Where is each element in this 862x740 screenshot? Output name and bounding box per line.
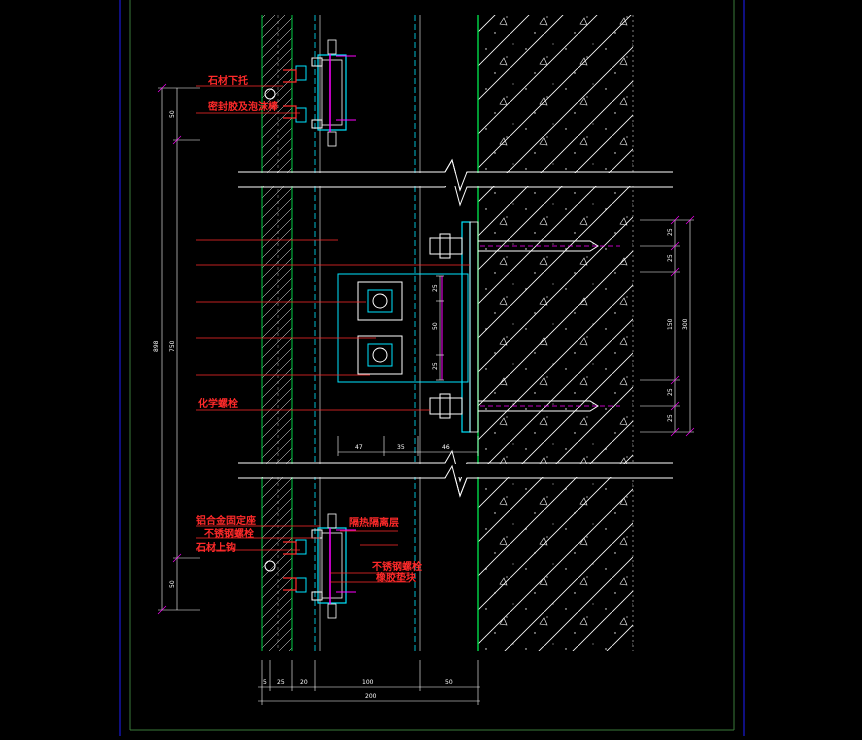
dim-right-total: 300 bbox=[682, 318, 689, 330]
drawing-frame bbox=[119, 0, 745, 736]
stone-panel bbox=[261, 15, 293, 651]
left-dimension-chain bbox=[157, 83, 200, 615]
dim-mid-b: 35 bbox=[397, 444, 405, 451]
dim-right-mid: 150 bbox=[667, 318, 674, 330]
dim-mid-c: 46 bbox=[442, 444, 450, 451]
dim-bot-c: 20 bbox=[300, 679, 308, 686]
concrete-wall bbox=[477, 15, 634, 651]
dim-left-total: 898 bbox=[153, 340, 160, 352]
connector-plate bbox=[337, 221, 479, 433]
label-alu-fixing-seat: 铝合金固定座 bbox=[196, 514, 256, 527]
plate-dimension-chain bbox=[436, 275, 444, 381]
top-hanger-assembly bbox=[264, 39, 356, 147]
dim-left-mid: 750 bbox=[169, 340, 176, 352]
mid-dimension-chain bbox=[337, 436, 479, 456]
label-stainless-bolt-right: 不锈钢螺栓 bbox=[372, 560, 422, 573]
label-stainless-bolt-left: 不锈钢螺栓 bbox=[204, 527, 254, 540]
chemical-anchor-upper bbox=[429, 233, 620, 259]
leader-lines bbox=[196, 85, 470, 583]
right-dimension-chain bbox=[640, 215, 695, 437]
break-lines bbox=[238, 158, 673, 498]
dim-right-d: 25 bbox=[667, 414, 674, 422]
label-rubber-pad: 橡胶垫块 bbox=[376, 571, 417, 584]
callout-labels: 石材下托 密封胶及泡沫棒 化学螺栓 铝合金固定座 不锈钢螺栓 石材上钩 隔热隔离… bbox=[195, 74, 422, 584]
dim-mid-a: 47 bbox=[355, 444, 363, 451]
label-chemical-anchor: 化学螺栓 bbox=[198, 397, 238, 410]
dim-left-bottom: 50 bbox=[169, 580, 176, 588]
dim-bot-e: 50 bbox=[445, 679, 453, 686]
left-dimension-texts: 898 750 50 50 bbox=[153, 110, 176, 588]
dim-right-a: 25 bbox=[667, 228, 674, 236]
steel-channel bbox=[314, 15, 421, 651]
dim-plate-a: 25 bbox=[432, 284, 439, 292]
dim-plate-b: 50 bbox=[432, 322, 439, 330]
label-sealant-foam-rod: 密封胶及泡沫棒 bbox=[208, 100, 279, 113]
label-insulation-layer: 隔热隔离层 bbox=[349, 516, 399, 529]
dim-right-c: 25 bbox=[667, 388, 674, 396]
bottom-dimension-texts: 5 25 20 100 50 200 bbox=[263, 679, 453, 700]
plate-dimension-texts: 25 50 25 bbox=[432, 284, 439, 370]
dim-left-top: 50 bbox=[169, 110, 176, 118]
right-dimension-texts: 25 25 150 25 25 300 bbox=[667, 228, 689, 422]
dim-plate-c: 25 bbox=[432, 362, 439, 370]
label-stone-lower-support: 石材下托 bbox=[207, 74, 248, 87]
dim-right-b: 25 bbox=[667, 254, 674, 262]
mid-dimension-texts: 47 35 46 bbox=[355, 444, 450, 451]
label-stone-upper-hook: 石材上钩 bbox=[195, 541, 236, 554]
bottom-hanger-assembly bbox=[264, 513, 356, 619]
dim-bot-a: 5 bbox=[263, 679, 267, 686]
dim-bot-total: 200 bbox=[365, 693, 377, 700]
dim-bot-d: 100 bbox=[362, 679, 374, 686]
bottom-dimension-chain bbox=[258, 660, 480, 705]
dim-bot-b: 25 bbox=[277, 679, 285, 686]
chemical-anchor-lower bbox=[429, 393, 620, 419]
